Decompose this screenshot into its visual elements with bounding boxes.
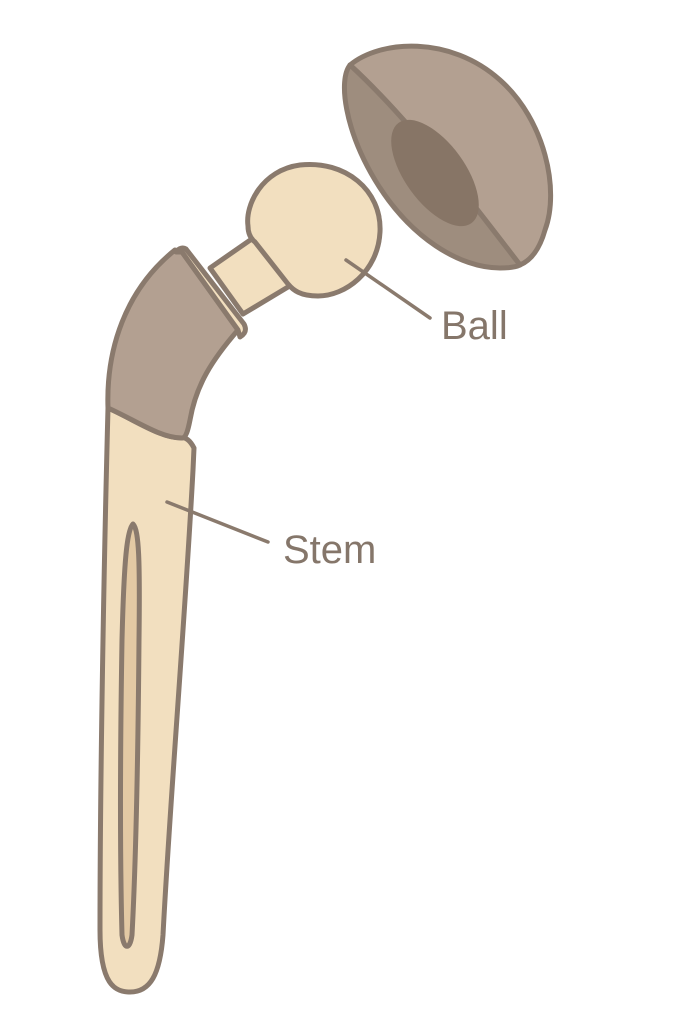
stem-label: Stem [283, 528, 377, 572]
stem-shoulder [105, 247, 241, 441]
stem-slot [118, 521, 142, 949]
collar [173, 245, 248, 340]
ball-label: Ball [441, 304, 508, 348]
acetabular-cup-cavity [391, 119, 479, 227]
stem-leader-line [165, 500, 270, 544]
ball-leader-line [344, 258, 432, 320]
ball [245, 161, 383, 299]
stem-body [97, 405, 197, 995]
